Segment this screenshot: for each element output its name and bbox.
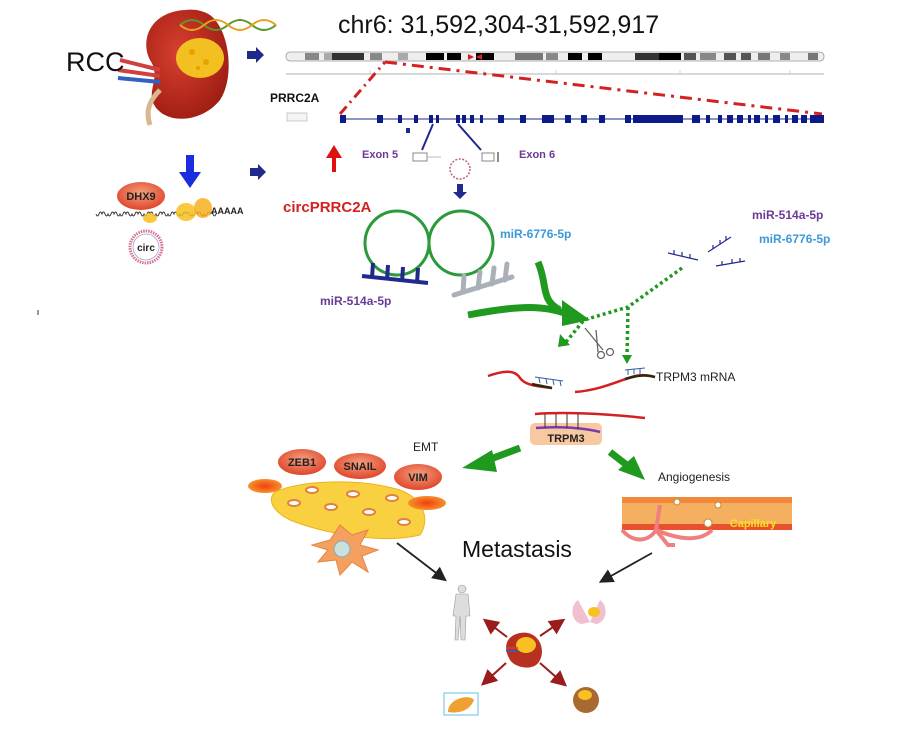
exon5-label: Exon 5 — [362, 149, 398, 161]
rcc-kidney-illustration — [117, 9, 277, 126]
brain-metastasis-icon — [573, 687, 599, 713]
exon-block — [462, 115, 466, 123]
exon-block — [633, 115, 683, 123]
mirna-binding-dotted-arrow — [564, 266, 684, 358]
arrow-icon — [247, 47, 264, 63]
dhx9-label: DHX9 — [126, 191, 155, 203]
dhx9-protein — [117, 182, 165, 210]
exon5-box — [412, 152, 428, 162]
exon-block — [340, 115, 346, 123]
circprrc2a-label: circPRRC2A — [283, 199, 372, 216]
exon-block — [429, 115, 433, 123]
vim-label: VIM — [408, 472, 428, 484]
gene-track — [340, 115, 824, 133]
vim-protein — [394, 464, 442, 490]
exon-block — [470, 115, 474, 123]
exon-block — [398, 115, 402, 123]
exon-block — [625, 115, 631, 123]
angiogenesis-arrow — [607, 449, 631, 469]
mir6776-bound-icon — [451, 261, 515, 298]
arrow-down-icon — [453, 184, 467, 199]
circ-label: circ — [137, 243, 155, 254]
capillary-illustration: Capillary — [620, 497, 792, 547]
exon-block — [737, 115, 743, 123]
axis-ticks — [369, 70, 791, 74]
exon-block — [542, 115, 554, 123]
trpm3-mrna-label: TRPM3 mRNA — [656, 370, 735, 384]
primary-kidney-tumor-icon — [506, 632, 542, 668]
upregulation-arrow-icon — [326, 145, 342, 172]
exon-block — [599, 115, 605, 123]
rcc-label: RCC — [66, 47, 125, 77]
exon-block — [718, 115, 722, 123]
free-mir514-label: miR-514a-5p — [752, 208, 823, 222]
bound-mirna-icon — [534, 367, 646, 387]
exon-block — [801, 115, 807, 123]
exon-block — [773, 115, 780, 123]
exon6-box — [481, 152, 495, 162]
circrna-sponge-right — [427, 209, 495, 277]
exon-block — [414, 115, 418, 123]
exon-block — [565, 115, 571, 123]
mesenchymal-cell-icon — [310, 524, 380, 577]
free-mirna-icons — [667, 236, 746, 267]
circrna-small-icon — [449, 158, 471, 180]
metastasis-spread-arrows — [481, 618, 568, 687]
angiogenesis-to-metastasis-arrow — [598, 552, 653, 583]
red-blood-cell-icon — [248, 479, 282, 493]
trpm3-mrna-cleaved — [487, 370, 656, 394]
arrow-icon — [250, 164, 266, 180]
exon-block — [706, 115, 710, 123]
exon-block — [581, 115, 587, 123]
metastasis-label: Metastasis — [462, 536, 572, 562]
trpm3-label: TRPM3 — [547, 433, 584, 445]
exon-block — [692, 115, 700, 123]
exon-block — [480, 115, 483, 123]
downregulation-arrow-icon — [179, 155, 201, 188]
mir514-bound-icon — [361, 262, 429, 285]
red-blood-cell-icon — [408, 496, 446, 510]
mir6776-label: miR-6776-5p — [500, 227, 571, 241]
exon-block — [520, 115, 526, 123]
zeb1-label: ZEB1 — [288, 457, 316, 469]
snail-protein — [334, 453, 386, 479]
zoom-indicator-line — [384, 60, 823, 116]
exon-block — [436, 115, 439, 123]
exon-block — [727, 115, 733, 123]
exon-block — [765, 115, 768, 123]
zoom-indicator-line — [338, 61, 387, 115]
exon6-label: Exon 6 — [519, 149, 555, 161]
collect-button[interactable] — [286, 112, 308, 122]
scissors-icon — [584, 327, 615, 360]
chromosome-ideogram — [285, 51, 825, 62]
angiogenesis-label: Angiogenesis — [658, 470, 730, 484]
locus-title: chr6: 31,592,304-31,592,917 — [338, 11, 659, 39]
emt-label: EMT — [413, 440, 439, 454]
exon-block — [754, 115, 760, 123]
epithelial-cells — [270, 481, 426, 540]
free-mir6776-label: miR-6776-5p — [759, 232, 830, 246]
capillary-label: Capillary — [730, 518, 777, 530]
splice-line — [421, 123, 434, 151]
mir514-label: miR-514a-5p — [320, 294, 391, 308]
exon-block — [456, 115, 460, 123]
exon-block — [792, 115, 798, 123]
splice-line — [457, 123, 482, 151]
exon-block — [785, 115, 788, 123]
gene-label: PRRC2A — [270, 91, 320, 105]
exon-block — [377, 115, 383, 123]
bone-metastasis-body-icon — [452, 584, 471, 641]
emt-to-metastasis-arrow — [396, 542, 447, 582]
snail-label: SNAIL — [344, 461, 377, 473]
zeb1-protein — [278, 449, 326, 475]
exon-block — [810, 115, 824, 123]
liver-metastasis-icon — [443, 692, 479, 716]
mrna-strand — [95, 198, 217, 223]
exon-block — [748, 115, 751, 123]
polya-label: AAAAA — [211, 206, 244, 216]
exon-block — [498, 115, 504, 123]
lung-metastasis-icon — [572, 600, 606, 624]
